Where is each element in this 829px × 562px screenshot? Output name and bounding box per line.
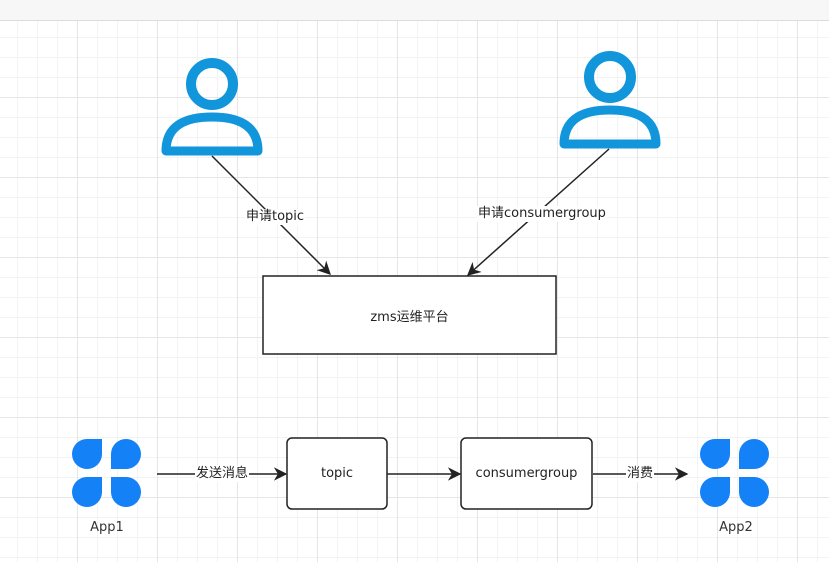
app2-label: App2 bbox=[719, 520, 753, 535]
user-icon-left[interactable] bbox=[161, 58, 263, 156]
edge-label-consume: 消费 bbox=[626, 466, 655, 482]
consumergroup-node-label: consumergroup bbox=[475, 466, 578, 481]
topic-node-label: topic bbox=[320, 466, 354, 481]
app1-icon[interactable] bbox=[72, 439, 141, 507]
edge-label-apply-consumergroup: 申请consumergroup bbox=[477, 206, 607, 222]
user-icon-right[interactable] bbox=[559, 51, 661, 149]
platform-node-label: zms运维平台 bbox=[370, 309, 449, 325]
app1-label: App1 bbox=[90, 520, 124, 535]
topic-node-box[interactable] bbox=[286, 437, 388, 510]
app2-icon[interactable] bbox=[700, 439, 769, 507]
edge-label-apply-topic: 申请topic bbox=[245, 209, 306, 225]
consumergroup-node-box[interactable] bbox=[460, 437, 593, 510]
platform-node-box[interactable] bbox=[262, 275, 557, 355]
toolbar-strip bbox=[0, 0, 829, 21]
edge-label-send-message: 发送消息 bbox=[195, 466, 250, 482]
